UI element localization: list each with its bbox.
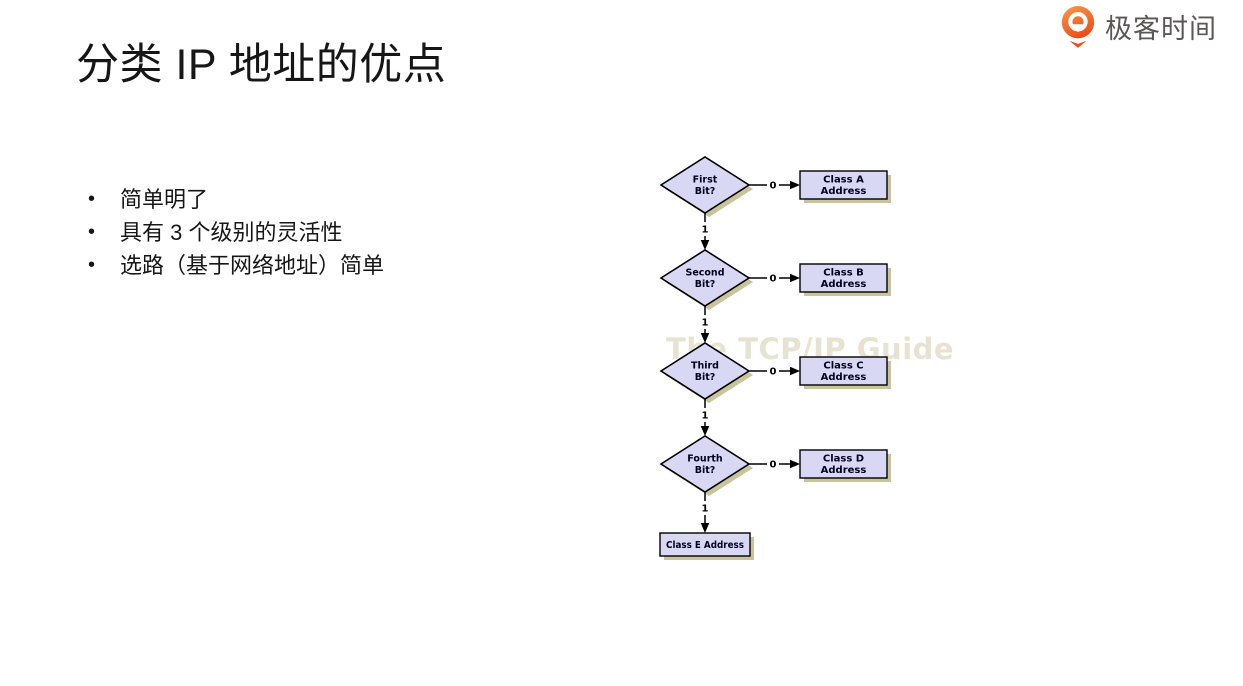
branch1-arrowhead-icon [700,240,710,250]
result-box [799,449,888,479]
result-label-line2: Address [821,465,867,476]
branch1-label: 1 [702,411,709,422]
edge-label-bg [699,408,711,422]
decision-label-line2: Bit? [695,372,716,383]
branch0-label: 0 [770,460,777,471]
branch0-arrowhead-icon [790,180,800,190]
result-box [799,356,888,386]
geektime-logo-icon [1061,6,1095,48]
bullet-text: 选路（基于网络地址）简单 [120,253,385,278]
result-box [799,263,888,293]
result-label-line1: Class D [823,454,864,465]
bullet-icon: • [88,254,96,276]
branch0-arrowhead-icon [790,366,800,376]
bullet-text: 具有 3 个级别的灵活性 [120,220,343,245]
branch1-arrowhead-icon [700,523,710,533]
decision-label-line2: Bit? [695,465,716,476]
bullet-icon: • [88,188,96,210]
list-item: • 选路（基于网络地址）简单 [88,249,384,282]
brand-name: 极客时间 [1105,14,1217,44]
edge-label-bg [699,315,711,329]
classful-ip-flowchart: 0 Class A Address First Bit? 1 0 Class B… [659,156,891,560]
result-label-line1: Class C [823,361,863,372]
flow-row-fourth-bit: 0 Class D Address Fourth Bit? [659,435,891,496]
decision-label-line2: Bit? [695,279,716,290]
branch1-label: 1 [702,225,709,236]
decision-label-line1: Fourth [687,454,723,465]
branch0-label: 0 [770,367,777,378]
flow-final-class-e: 1 Class E Address [659,492,754,560]
decision-label-line1: First [693,175,718,186]
edge-label-bg [699,222,711,236]
branch0-label: 0 [770,181,777,192]
result-label-line1: Class A [823,175,864,186]
list-item: • 简单明了 [88,183,384,216]
final-box [659,532,751,557]
page-title: 分类 IP 地址的优点 [76,41,447,89]
branch0-arrowhead-icon [790,459,800,469]
edge-label-bg [699,501,711,515]
brand-logo: 极客时间 [1058,4,1217,49]
result-box [799,170,888,200]
branch1-label: 1 [702,504,709,515]
branch1-arrowhead-icon [700,333,710,343]
decision-label-line1: Second [685,268,724,279]
branch1-label: 1 [702,318,709,329]
edge-label-bg [767,457,779,471]
result-label-line1: Class B [823,268,864,279]
branch0-label: 0 [770,274,777,285]
decision-label-line1: Third [691,361,719,372]
result-label-line2: Address [821,186,867,197]
bullet-list: • 简单明了 • 具有 3 个级别的灵活性 • 选路（基于网络地址）简单 [88,183,384,282]
bullet-text: 简单明了 [120,187,209,212]
final-label: Class E Address [666,540,744,551]
list-item: • 具有 3 个级别的灵活性 [88,216,384,249]
flow-row-second-bit: 0 Class B Address Second Bit? 1 [659,249,891,343]
edge-label-bg [767,271,779,285]
branch1-arrowhead-icon [700,426,710,436]
bullet-icon: • [88,221,96,243]
result-label-line2: Address [821,279,867,290]
flow-row-first-bit: 0 Class A Address First Bit? 1 [659,156,891,250]
result-label-line2: Address [821,372,867,383]
decision-label-line2: Bit? [695,186,716,197]
branch0-arrowhead-icon [790,273,800,283]
flow-row-third-bit: 0 Class C Address Third Bit? 1 [659,342,891,436]
edge-label-bg [767,364,779,378]
edge-label-bg [767,178,779,192]
